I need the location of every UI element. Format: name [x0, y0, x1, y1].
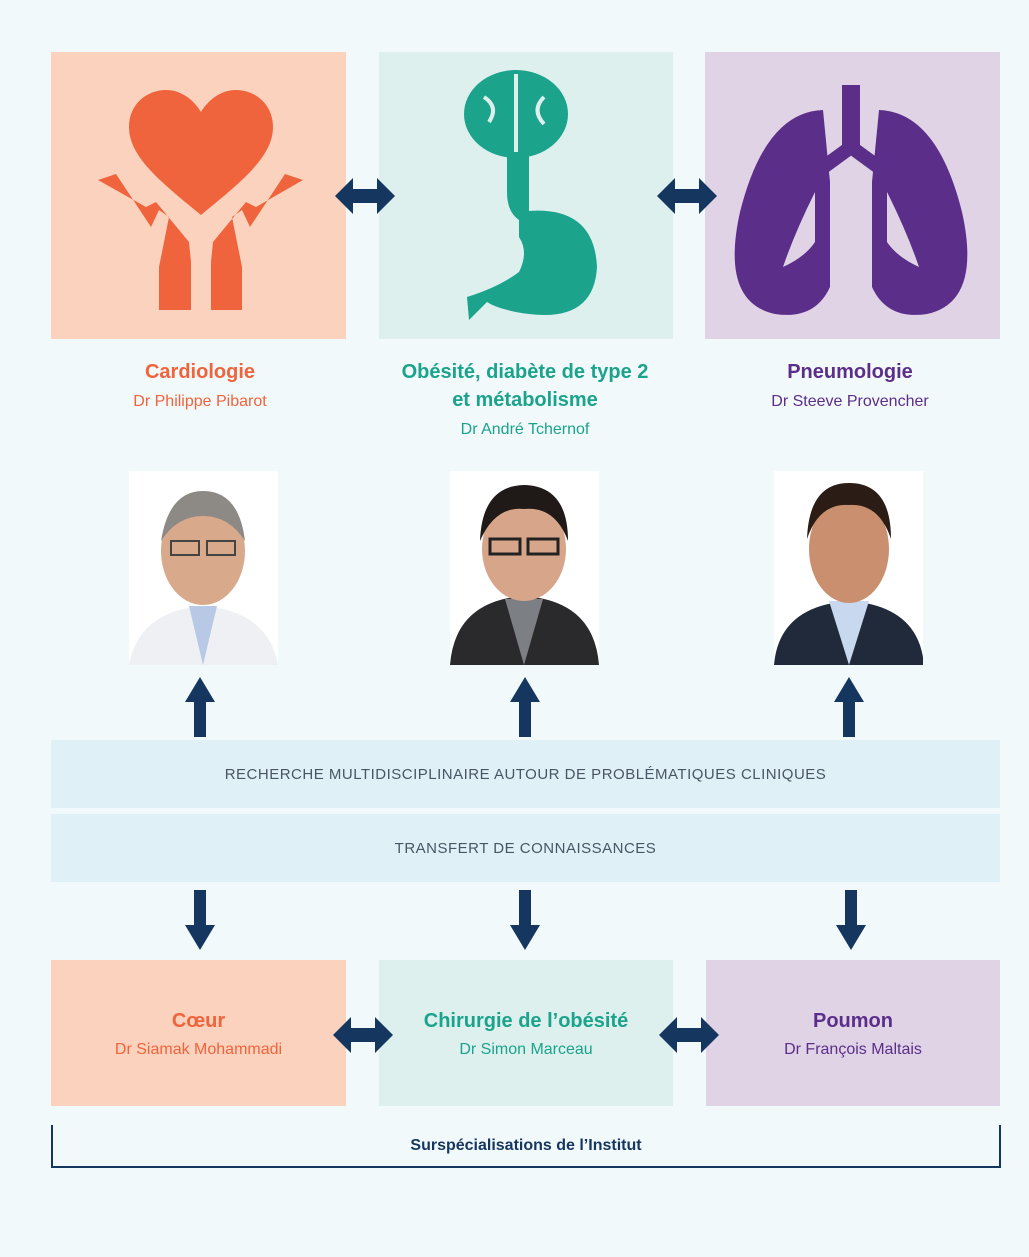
cardiology-box: [51, 52, 346, 339]
arrow-up-icon: [834, 677, 864, 737]
double-arrow-icon: [657, 178, 717, 214]
specialty-title: Cardiologie: [144, 361, 255, 383]
double-arrow-icon: [659, 1017, 719, 1053]
obesity-surgery-box: Chirurgie de l’obésité Dr Simon Marceau: [379, 960, 673, 1106]
doctor-name: Dr Steeve Provencher: [771, 393, 929, 410]
arrow-down-icon: [836, 890, 866, 950]
pulmonology-box: [705, 52, 1000, 339]
specialty-title: Chirurgie de l’obésité: [423, 1010, 629, 1032]
arrow-up-icon: [510, 677, 540, 737]
doctor-photo: [129, 471, 278, 665]
double-arrow-icon: [335, 178, 395, 214]
heart-surgery-box: Cœur Dr Siamak Mohammadi: [51, 960, 346, 1106]
research-band: RECHERCHE MULTIDISCIPLINAIRE AUTOUR DE P…: [51, 740, 1000, 808]
doctor-photo: [774, 471, 923, 665]
transfer-band: TRANSFERT DE CONNAISSANCES: [51, 814, 1000, 882]
specialty-title: Poumon: [813, 1010, 893, 1032]
brain-stomach-icon: [464, 70, 597, 320]
lungs-icon: [734, 85, 968, 315]
doctor-name: Dr André Tchernof: [460, 421, 590, 438]
doctor-name: Dr Simon Marceau: [459, 1041, 593, 1058]
specialty-title: Pneumologie: [787, 361, 913, 383]
doctor-name: Dr Philippe Pibarot: [133, 393, 267, 410]
double-arrow-icon: [333, 1017, 393, 1053]
lung-box: Poumon Dr François Maltais: [706, 960, 1000, 1106]
doctor-photo: [450, 471, 599, 665]
specialty-title-line2: et métabolisme: [452, 389, 598, 411]
specialty-title: Cœur: [171, 1010, 226, 1032]
arrow-down-icon: [510, 890, 540, 950]
heart-hands-icon: [98, 90, 303, 310]
obesity-box: [379, 52, 673, 339]
arrow-up-icon: [185, 677, 215, 737]
bracket: [51, 1125, 1001, 1168]
arrow-down-icon: [185, 890, 215, 950]
specialty-title: Obésité, diabète de type 2: [401, 361, 649, 383]
doctor-name: Dr Siamak Mohammadi: [114, 1041, 283, 1058]
bracket-label: Surspécialisations de l’Institut: [410, 1137, 642, 1154]
doctor-name: Dr François Maltais: [784, 1041, 922, 1058]
